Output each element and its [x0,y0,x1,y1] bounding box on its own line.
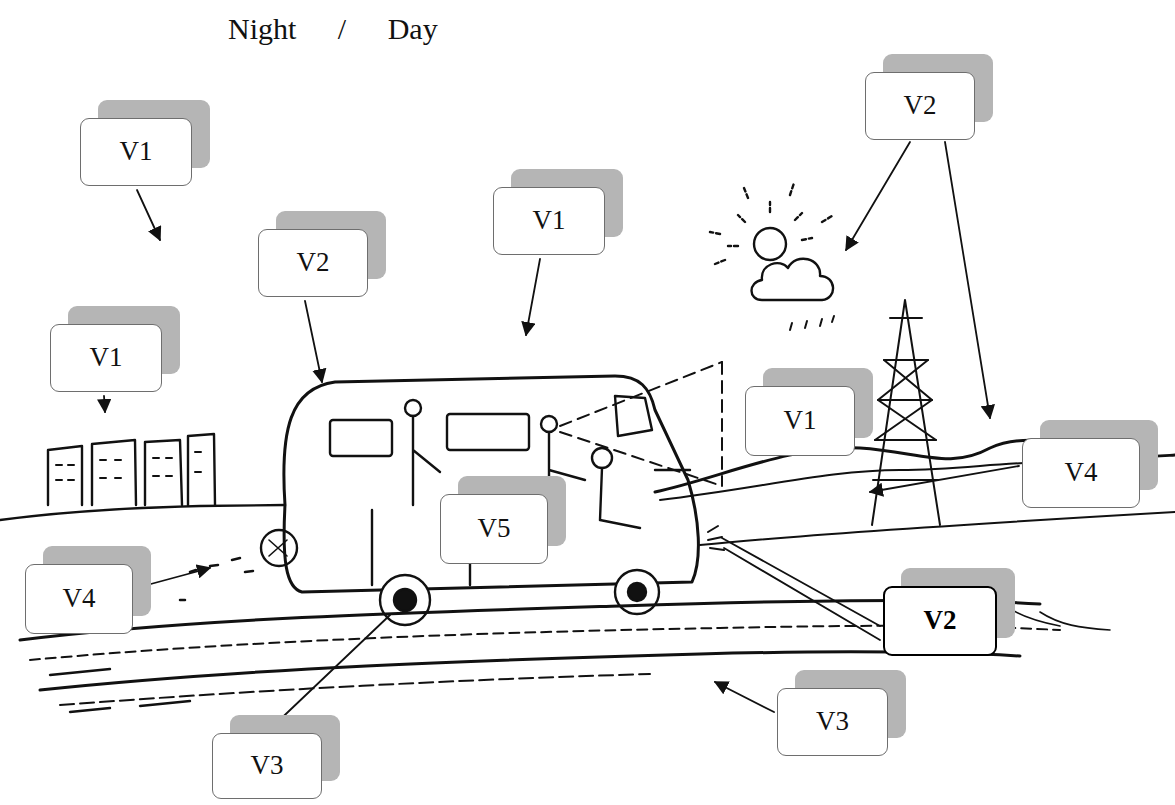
callout-label: V5 [478,514,511,544]
pylon-tower [872,300,940,525]
callout-box: V1 [50,324,162,392]
horizon-line [0,505,285,520]
callout-label: V1 [784,406,817,436]
callout-box: V4 [25,564,133,634]
heading: Night / Day [228,12,438,46]
callout-box: V3 [212,733,322,799]
callout-box: V2 [883,586,997,656]
callout-label: V1 [90,343,123,373]
callout-label: V1 [533,206,566,236]
callout-label: V3 [251,751,284,781]
callout-label: V1 [120,137,153,167]
city-buildings [48,434,215,505]
callout-label: V4 [63,584,96,614]
road [20,600,1110,712]
headlight-beam [560,362,722,486]
sun-cloud [710,183,834,330]
callout-box: V1 [493,187,605,255]
camper-van [261,376,698,625]
callout-label: V2 [924,606,957,636]
callout-label: V3 [816,707,849,737]
exhaust-smoke [180,558,253,600]
callout-box: V1 [745,386,855,456]
callout-label: V2 [297,248,330,278]
hills [660,462,1060,500]
callout-box: V2 [258,229,368,297]
callout-box: V5 [440,494,548,564]
callout-box: V4 [1022,438,1140,508]
callout-box: V3 [777,688,888,756]
callout-box: V1 [80,118,192,186]
callout-label: V2 [904,91,937,121]
callout-box: V2 [865,72,975,140]
callout-label: V4 [1065,458,1098,488]
leader-arrows [104,142,1019,731]
field-line [700,512,1175,545]
